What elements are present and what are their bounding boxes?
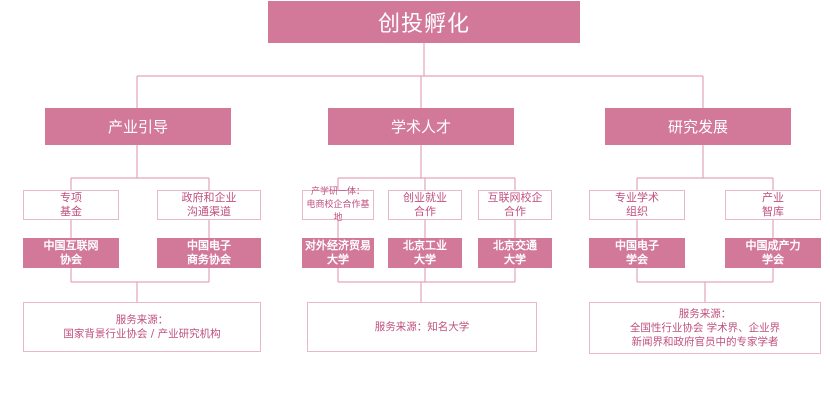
sub-box-1-1: 专项 基金 — [23, 190, 119, 220]
source-box-3: 服务来源： 全国性行业协会 学术界、企业界 新闻界和政府官员中的专家学者 — [589, 302, 821, 354]
sub-box-2-3: 互联网校企 合作 — [478, 190, 552, 220]
sub-box-3-1: 专业学术 组织 — [589, 190, 685, 220]
category-box-2: 学术人才 — [328, 108, 514, 145]
org-box-2-2: 北京工业 大学 — [388, 238, 462, 268]
org-box-2-3: 北京交通 大学 — [478, 238, 552, 268]
org-box-1-2: 中国电子 商务协会 — [157, 238, 261, 268]
org-box-1-1: 中国互联网 协会 — [23, 238, 119, 268]
source-box-1: 服务来源： 国家背景行业协会 / 产业研究机构 — [23, 302, 261, 352]
org-box-2-1: 对外经济贸易 大学 — [302, 238, 374, 268]
category-box-3: 研究发展 — [605, 108, 791, 145]
sub-box-2-1: 产学研一体： 电商校企合作基地 — [302, 187, 374, 223]
sub-box-2-2: 创业就业 合作 — [388, 190, 462, 220]
category-box-1: 产业引导 — [45, 108, 231, 145]
org-box-3-2: 中国成产力 学会 — [725, 238, 821, 268]
sub-box-1-2: 政府和企业 沟通渠道 — [157, 190, 261, 220]
top-title-box: 创投孵化 — [268, 1, 580, 43]
source-box-2: 服务来源：知名大学 — [307, 302, 537, 352]
org-box-3-1: 中国电子 学会 — [589, 238, 685, 268]
sub-box-3-2: 产业 智库 — [725, 190, 821, 220]
